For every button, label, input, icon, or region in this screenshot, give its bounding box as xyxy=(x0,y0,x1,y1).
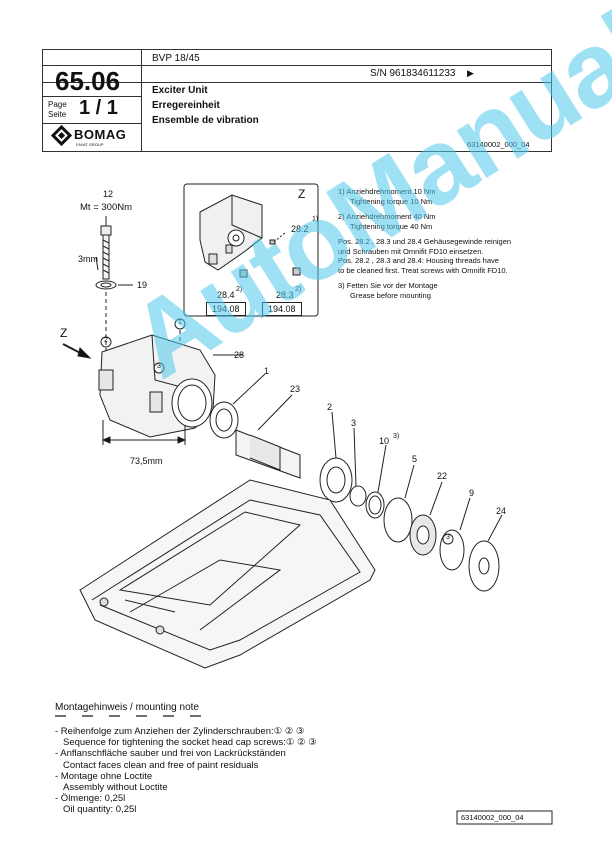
circled-number-2: 2 xyxy=(104,337,108,344)
page-label-de: Seite xyxy=(48,110,67,119)
item-28-4-label: 28.4 xyxy=(217,290,235,300)
footnote-2-mark: 2) xyxy=(295,286,302,293)
pos-note-de-1: Pos. 28.2 , 28.3 und 28.4 Gehäusegewinde… xyxy=(338,237,512,246)
spacer-3 xyxy=(349,485,367,507)
o-ring-5 xyxy=(383,497,413,543)
footnote-2-mark: 2) xyxy=(236,286,243,293)
detail-z-frame xyxy=(183,183,319,317)
arrow-z-label: Z xyxy=(60,326,68,340)
header-box xyxy=(42,49,552,152)
note-3-en: Grease before mounting xyxy=(350,290,431,300)
mounting-line: Oil quantity: 0,25l xyxy=(63,804,137,816)
item-28-2-label: 28.2 xyxy=(291,224,309,234)
item-28-3-label: 28.3 xyxy=(276,290,294,300)
footnote-1-mark: 1) xyxy=(312,216,319,223)
circled-number-1: 1 xyxy=(178,319,182,326)
note-2-en: Tightening torque 40 Nm xyxy=(350,221,433,231)
item-5-label: 5 xyxy=(412,454,418,464)
header-divider xyxy=(42,82,552,83)
mounting-line: - Reihenfolge zum Anziehen der Zylinders… xyxy=(55,726,305,737)
ref-box-194-b: 194.08 xyxy=(262,302,302,316)
note-1-en: Tightening torque 10 Nm xyxy=(350,196,433,206)
disk-24 xyxy=(468,540,500,592)
item-3-label: 3 xyxy=(351,418,357,428)
mounting-heading: Montagehinweis / mounting note xyxy=(55,702,199,713)
item-10-label: 10 xyxy=(379,436,390,446)
item-12-label: 12 xyxy=(103,189,114,199)
page-value: 1 / 1 xyxy=(79,97,118,119)
drawing-number: 63140002_000_04 xyxy=(467,140,530,149)
dim-73-5-label: 73,5mm xyxy=(130,456,163,466)
dim-3mm-label: 3mm xyxy=(78,254,98,264)
footer-number-box xyxy=(456,810,553,825)
footnote-3-mark: 3) xyxy=(393,433,400,440)
mounting-notes: - Reihenfolge zum Anziehen der Zylinders… xyxy=(55,726,317,816)
item-23-label: 23 xyxy=(290,384,301,394)
note-2-de: 2) Anziehdrehmoment 40 Nm xyxy=(338,212,436,221)
note-3-de: 3) Fetten Sie vor der Montage xyxy=(338,281,438,290)
brand-sub: FAYAT GROUP xyxy=(76,142,104,147)
brand-name: BOMAG xyxy=(74,127,127,142)
item-24-label: 24 xyxy=(496,506,507,516)
header-divider xyxy=(42,96,141,97)
mounting-line: - Anflanschfläche sauber und frei von La… xyxy=(55,748,286,760)
side-notes: 1) Anziehdrehmoment 10 Nm Tightening tor… xyxy=(338,187,511,300)
mounting-line: Assembly without Loctite xyxy=(63,782,168,794)
ring-9 xyxy=(439,529,465,571)
model-number: BVP 18/45 xyxy=(152,53,200,64)
bolt-shank xyxy=(102,234,110,280)
circled-number-3b: 3 xyxy=(446,534,450,541)
base-plate xyxy=(79,479,376,669)
item-1-label: 1 xyxy=(264,366,270,376)
pos-note-de-2: und Schrauben mit Omnifit FD10 einsetzen… xyxy=(338,246,484,256)
mounting-line: - Ölmenge: 0,25l xyxy=(55,793,126,805)
bearing-1 xyxy=(209,401,239,439)
header-divider xyxy=(42,123,141,124)
page-label-en: Page xyxy=(48,100,67,109)
bolt-head xyxy=(100,225,112,236)
item-19-label: 19 xyxy=(137,280,148,290)
pos-note-en-2: to be cleaned first. Treat screws with O… xyxy=(338,265,508,275)
item-9-label: 9 xyxy=(469,488,475,498)
mounting-line: Contact faces clean and free of paint re… xyxy=(63,759,259,771)
washer xyxy=(95,280,117,290)
bearing-2 xyxy=(319,457,353,503)
note-1-de: 1) Anziehdrehmoment 10 Nm xyxy=(338,187,436,196)
torque-label: Mt = 300Nm xyxy=(80,202,133,213)
footer-drawing-number: 63140002_000_04 xyxy=(461,813,524,822)
pos-note-en-1: Pos. 28.2 , 28.3 and 28.4: Housing threa… xyxy=(338,256,499,265)
ref-box-194-a: 194.08 xyxy=(206,302,246,316)
item-22-label: 22 xyxy=(437,471,448,481)
serial-arrow-icon: ▶ xyxy=(467,68,474,78)
title-en: Exciter Unit xyxy=(152,85,208,96)
header-divider xyxy=(42,65,552,66)
view-z-label: Z xyxy=(298,187,306,201)
mounting-line: - Montage ohne Loctite xyxy=(55,770,153,782)
serial-number: S/N 961834611233 xyxy=(370,68,456,79)
item-28-label: 28 xyxy=(234,350,245,360)
circled-number-3: 3 xyxy=(157,363,161,370)
section-number: 65.06 xyxy=(55,66,121,96)
title-de: Erregereinheit xyxy=(152,100,220,111)
item-2-label: 2 xyxy=(327,402,333,412)
mounting-line: Sequence for tightening the socket head … xyxy=(63,737,317,749)
header-divider xyxy=(141,49,142,152)
title-fr: Ensemble de vibration xyxy=(152,115,259,126)
